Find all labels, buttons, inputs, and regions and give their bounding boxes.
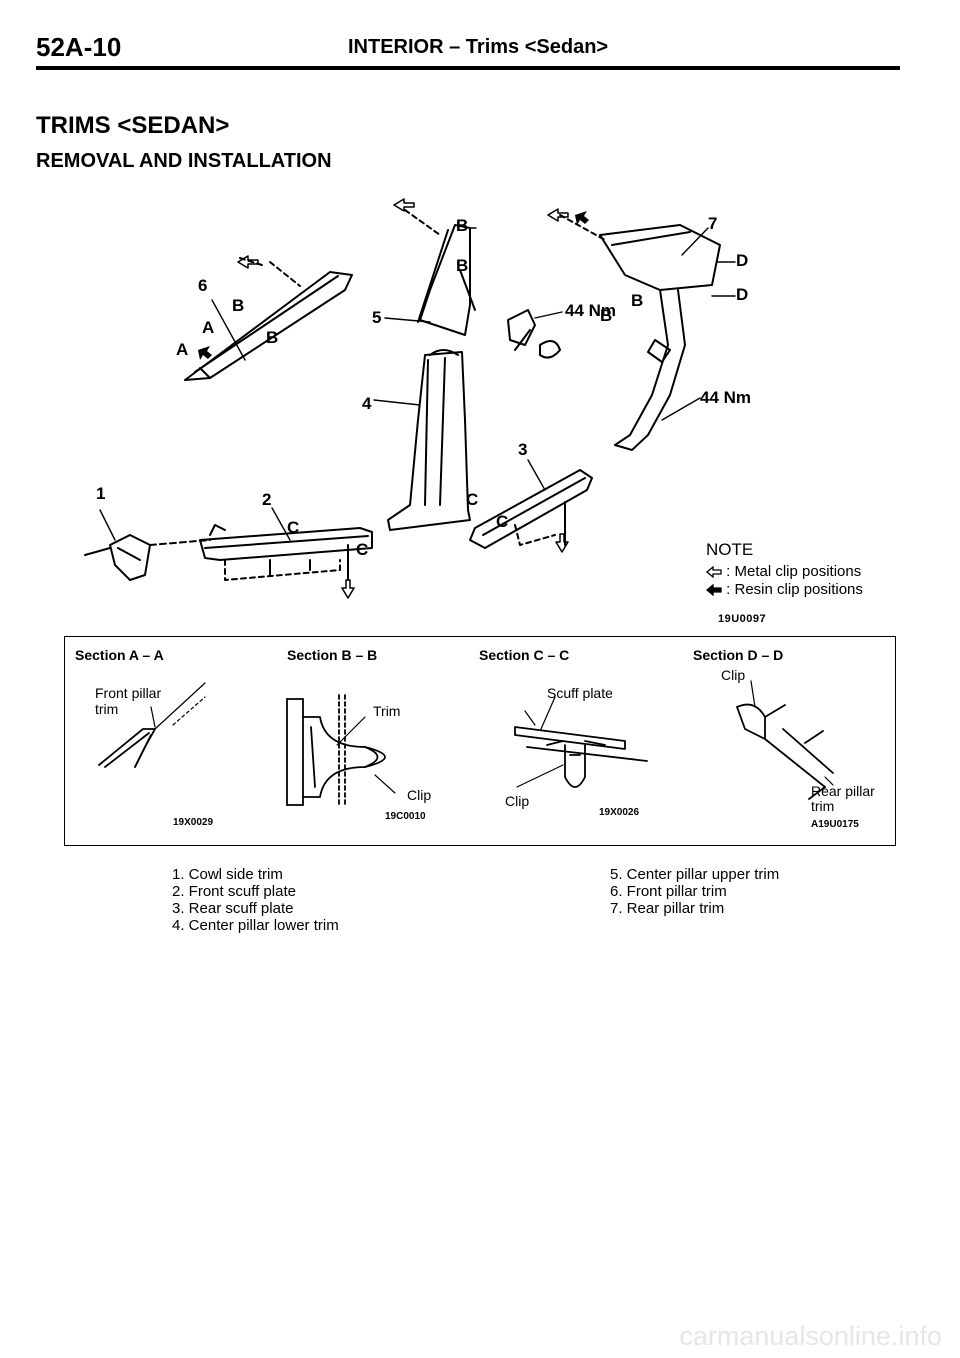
callout-b-front-pillar-lower: B	[266, 328, 279, 347]
section-cc-heading: Section C – C	[479, 647, 570, 663]
callout-b-upper-pillar-mid: B	[456, 256, 469, 275]
note-title: NOTE	[706, 540, 754, 559]
callout-7: 7	[708, 214, 718, 233]
center-pillar-lower-trim-drawing	[387, 349, 471, 531]
note-metal-clip: : Metal clip positions	[705, 563, 862, 580]
front-scuff-plate-drawing	[199, 524, 373, 581]
callout-1: 1	[96, 484, 106, 503]
section-cc-drawing	[514, 696, 648, 788]
part-item: 1. Cowl side trim	[172, 866, 283, 883]
section-title: TRIMS <SEDAN>	[36, 112, 230, 139]
callout-a-lower: A	[176, 340, 189, 359]
section-aa-code: 19X0029	[173, 817, 214, 828]
part-item: 2. Front scuff plate	[172, 883, 296, 900]
callout-c-rear-upper: C	[466, 490, 479, 509]
section-dd-code: A19U0175	[811, 819, 859, 830]
callout-5: 5	[372, 308, 382, 327]
diagram-code: 19U0097	[718, 613, 767, 625]
metal-clip-symbols	[237, 198, 569, 599]
callout-d-upper: D	[736, 251, 749, 270]
callout-b-front-pillar: B	[232, 296, 245, 315]
section-cc-code: 19X0026	[599, 807, 640, 818]
note-metal-text: : Metal clip positions	[726, 563, 862, 580]
note-resin-text: : Resin clip positions	[726, 581, 863, 598]
part-item: 3. Rear scuff plate	[172, 900, 294, 917]
trim-exploded-diagram	[84, 198, 736, 599]
section-dd-label-clip: Clip	[721, 667, 746, 683]
section-bb-label-trim: Trim	[373, 703, 401, 719]
callout-4: 4	[362, 394, 372, 413]
parts-list-left: 1. Cowl side trim 2. Front scuff plate 3…	[172, 866, 339, 934]
callout-c-rear-lower: C	[496, 512, 509, 531]
torque-label-anchor: 44 Nm	[565, 301, 617, 320]
front-pillar-trim-drawing	[184, 257, 353, 381]
callout-3: 3	[518, 440, 528, 459]
cowl-side-trim-drawing	[84, 534, 211, 581]
note-resin-clip: : Resin clip positions	[705, 581, 863, 598]
section-subtitle: REMOVAL AND INSTALLATION	[36, 150, 332, 172]
section-cc-label-scuff-plate: Scuff plate	[547, 685, 613, 701]
page-code: 52A-10	[36, 32, 122, 62]
callout-2: 2	[262, 490, 272, 509]
callout-6: 6	[198, 276, 208, 295]
section-aa-drawing	[98, 682, 206, 768]
callout-b-rear: B	[600, 306, 613, 325]
rear-pillar-trim-drawing	[559, 214, 721, 451]
section-bb-code: 19C0010	[385, 811, 426, 822]
section-drawings	[98, 680, 834, 806]
callout-b-upper-pillar: B	[456, 216, 469, 235]
resin-clip-symbols	[198, 211, 589, 360]
watermark: carmanualsonline.info	[679, 1321, 942, 1351]
rear-scuff-plate-drawing	[469, 469, 593, 549]
section-dd-heading: Section D – D	[693, 647, 784, 663]
resin-clip-arrow-icon	[705, 583, 722, 597]
metal-clip-arrow-icon	[705, 565, 722, 579]
page-header-title: INTERIOR – Trims <Sedan>	[348, 36, 609, 58]
header-rule	[36, 66, 900, 70]
section-dd-drawing	[736, 680, 834, 800]
part-item: 4. Center pillar lower trim	[172, 917, 339, 934]
section-bb-label-clip: Clip	[407, 787, 432, 803]
section-bb-heading: Section B – B	[287, 647, 378, 663]
section-aa-heading: Section A – A	[75, 647, 164, 663]
callout-c-front-right: C	[356, 540, 369, 559]
section-cc-label-clip: Clip	[505, 793, 530, 809]
callout-d-lower: D	[736, 285, 749, 304]
part-item: 5. Center pillar upper trim	[610, 866, 780, 883]
sections-panel: Section A – A Section B – B Section C – …	[64, 636, 896, 846]
leader-lines	[99, 227, 736, 541]
section-dd-label-rear-pillar: Rear pillar	[811, 783, 875, 799]
section-dd-label-trim: trim	[811, 798, 835, 814]
anchor-bolt-drawing	[507, 309, 561, 359]
part-item: 6. Front pillar trim	[610, 883, 727, 900]
torque-label-belt: 44 Nm	[700, 388, 752, 407]
parts-list-right: 5. Center pillar upper trim 6. Front pil…	[610, 866, 779, 917]
callout-b-rear-upper: B	[631, 291, 644, 310]
section-aa-label-front-pillar: Front pillar	[95, 685, 162, 701]
section-bb-drawing	[286, 694, 396, 806]
callout-c-front-left: C	[287, 518, 300, 537]
part-item: 7. Rear pillar trim	[610, 900, 725, 917]
callout-a-upper: A	[202, 318, 215, 337]
section-aa-label-trim: trim	[95, 701, 119, 717]
